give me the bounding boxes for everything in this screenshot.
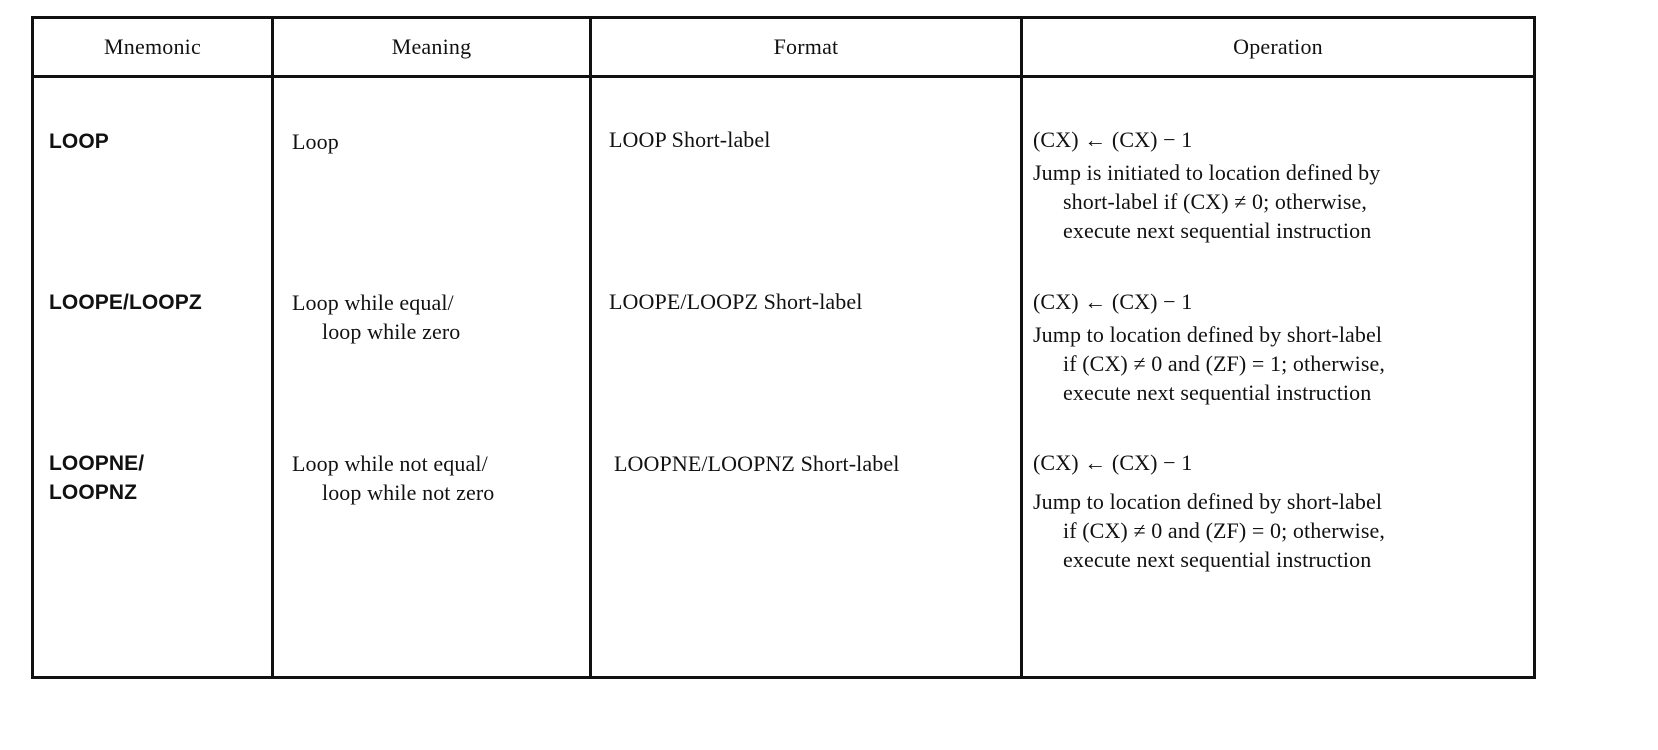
operation-continuation: execute next sequential instruction <box>1063 547 1372 572</box>
header-operation: Operation <box>1233 34 1323 59</box>
mnemonic-text: LOOP <box>49 130 109 153</box>
meaning-text: Loop while not equal/ <box>292 451 488 476</box>
column-divider <box>1020 19 1023 676</box>
header-mnemonic: Mnemonic <box>104 34 201 59</box>
operation-continuation: if (CX) ≠ 0 and (ZF) = 1; otherwise, <box>1063 351 1385 376</box>
operation-continuation: if (CX) ≠ 0 and (ZF) = 0; otherwise, <box>1063 518 1385 543</box>
mnemonic-text: LOOPNE/ <box>49 452 145 475</box>
operation-continuation: short-label if (CX) ≠ 0; otherwise, <box>1063 189 1367 214</box>
operation-decrement: (CX) ← (CX) − 1 <box>1033 450 1193 475</box>
row-loopne-meaning: Loop while not equal/ loop while not zer… <box>292 449 494 507</box>
meaning-text: loop while not zero <box>322 480 495 505</box>
meaning-text: Loop <box>292 129 339 154</box>
mnemonic-text: LOOPNZ <box>49 481 138 504</box>
operation-decrement: (CX) ← (CX) − 1 <box>1033 127 1193 152</box>
row-loope-operation: (CX) ← (CX) − 1 Jump to location defined… <box>1033 287 1385 407</box>
row-loopne-format: LOOPNE/LOOPNZ Short-label <box>614 449 899 478</box>
operation-lead: Jump to location defined by short-label <box>1033 489 1383 514</box>
mnemonic-text: LOOPE/LOOPZ <box>49 291 202 314</box>
row-loop-mnemonic: LOOP <box>49 127 109 156</box>
meaning-text: loop while zero <box>322 319 461 344</box>
format-text: LOOP Short-label <box>609 127 771 152</box>
row-loop-meaning: Loop <box>292 127 339 156</box>
operation-lead: Jump is initiated to location defined by <box>1033 160 1381 185</box>
column-divider <box>271 19 274 676</box>
format-text: LOOPNE/LOOPNZ Short-label <box>614 451 900 476</box>
row-loop-operation: (CX) ← (CX) − 1 Jump is initiated to loc… <box>1033 125 1380 245</box>
row-loopne-mnemonic: LOOPNE/ LOOPNZ <box>49 449 144 507</box>
row-loope-mnemonic: LOOPE/LOOPZ <box>49 288 202 317</box>
row-loope-meaning: Loop while equal/ loop while zero <box>292 288 460 346</box>
header-meaning: Meaning <box>391 34 472 59</box>
format-text: LOOPE/LOOPZ Short-label <box>609 289 863 314</box>
header-divider <box>34 75 1533 78</box>
operation-continuation: execute next sequential instruction <box>1063 380 1372 405</box>
row-loop-format: LOOP Short-label <box>609 125 771 154</box>
column-divider <box>589 19 592 676</box>
loop-instructions-table: Mnemonic Meaning Format Operation LOOP L… <box>31 16 1536 679</box>
meaning-text: Loop while equal/ <box>292 290 454 315</box>
operation-continuation: execute next sequential instruction <box>1063 218 1372 243</box>
header-format: Format <box>773 34 839 59</box>
operation-lead: Jump to location defined by short-label <box>1033 322 1383 347</box>
row-loopne-operation: (CX) ← (CX) − 1 Jump to location defined… <box>1033 448 1385 574</box>
row-loope-format: LOOPE/LOOPZ Short-label <box>609 287 862 316</box>
operation-decrement: (CX) ← (CX) − 1 <box>1033 289 1193 314</box>
